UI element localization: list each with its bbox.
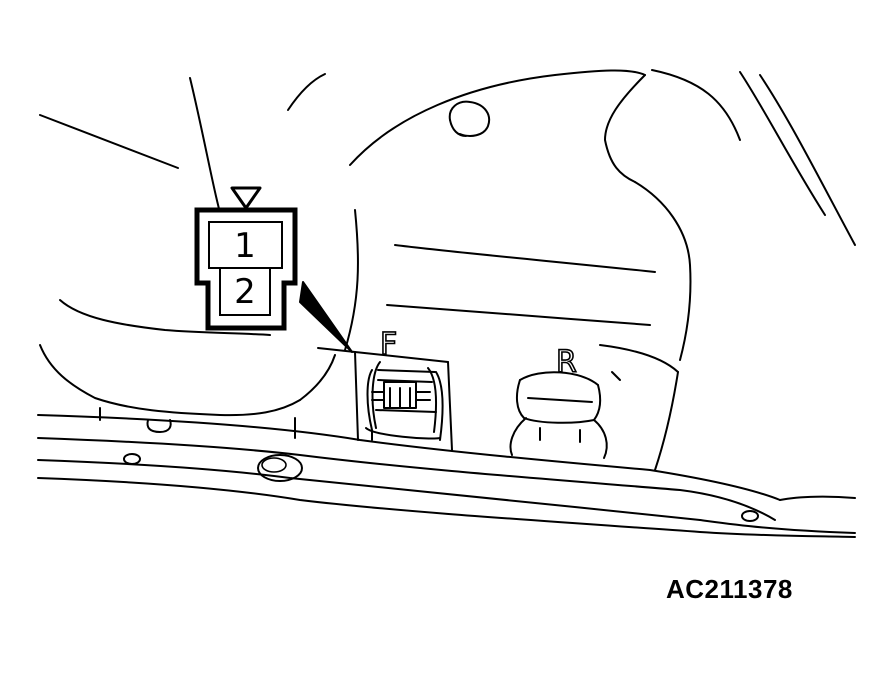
- pin-2-cell: [219, 267, 271, 316]
- connector-diagram: 1 2: [194, 186, 298, 331]
- rear-label: R: [556, 345, 577, 380]
- figure-id: AC211378: [666, 574, 793, 604]
- pin-1-label: 1: [234, 226, 256, 266]
- body-outline: [39, 69, 856, 471]
- frame-rail: [37, 414, 856, 538]
- pin-1-cell: [208, 221, 283, 269]
- connector-lock-marker: [230, 186, 262, 210]
- rear-sensor-mount: [509, 371, 621, 459]
- front-sensor-connector: [317, 347, 453, 451]
- front-label: F: [380, 327, 397, 362]
- pin-2-label: 2: [234, 272, 256, 312]
- pointer-arrow: [299, 281, 353, 353]
